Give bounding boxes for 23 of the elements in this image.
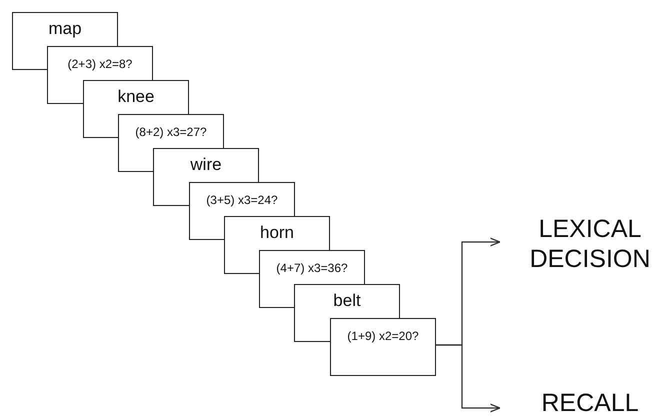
word-text: map	[47, 19, 83, 39]
task-label: RECALL	[520, 388, 660, 418]
word-card	[12, 12, 118, 46]
equation-text: (8+2) x3=27?	[134, 125, 208, 139]
word-card	[294, 284, 400, 318]
equation-card	[47, 46, 153, 80]
word-text: horn	[258, 223, 296, 243]
equation-card	[259, 250, 365, 284]
word-card	[224, 216, 330, 250]
equation-text: (1+9) x2=20?	[346, 329, 420, 343]
word-text: belt	[332, 291, 362, 311]
equation-card	[330, 318, 436, 376]
equation-text: (4+7) x3=36?	[275, 261, 349, 275]
word-card	[83, 80, 189, 114]
word-card	[153, 148, 259, 182]
equation-text: (2+3) x2=8?	[66, 57, 134, 71]
word-text: wire	[189, 155, 223, 175]
equation-card	[118, 114, 224, 148]
equation-text: (3+5) x3=24?	[205, 193, 279, 207]
word-text: knee	[116, 87, 156, 107]
equation-card	[189, 182, 295, 216]
task-label: LEXICAL DECISION	[520, 214, 660, 274]
arrow	[436, 344, 501, 412]
